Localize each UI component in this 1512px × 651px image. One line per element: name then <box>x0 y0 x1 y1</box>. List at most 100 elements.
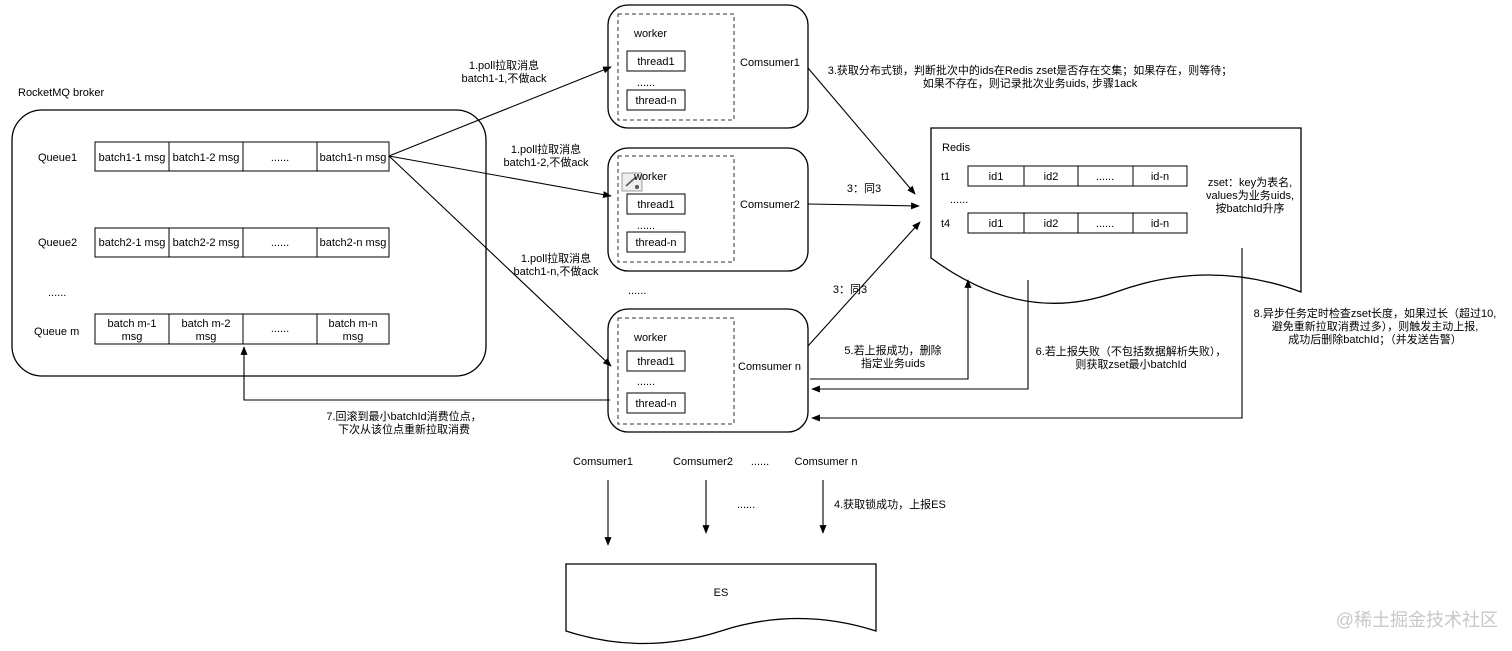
thread-box <box>626 89 686 111</box>
redis-row-label: t4 <box>941 218 950 230</box>
consumers-ellipsis: ...... <box>628 285 646 297</box>
redis-cell <box>1132 165 1188 187</box>
queue-cell <box>316 227 390 258</box>
redis-row-ellipsis: ...... <box>950 194 968 206</box>
queue-label: Queue1 <box>38 152 77 164</box>
redis-cell-label: ...... <box>1096 218 1114 230</box>
thread-box <box>626 350 686 372</box>
redis-zset-note: zset：key为表名,values为业务uids,按batchId升序 <box>1206 175 1294 215</box>
thread-box <box>626 50 686 72</box>
worker-frame <box>617 13 735 121</box>
queue-cell <box>242 227 318 258</box>
redis-store: Redis t1 id1 id2 ...... id-n ...... t4 i… <box>930 127 1302 304</box>
redis-cell-label: id-n <box>1151 218 1169 230</box>
queue-cell <box>316 313 390 345</box>
queue-cell <box>94 313 170 345</box>
es-consumer-label: Comsumer2 <box>673 456 733 468</box>
consumer-name: Comsumer2 <box>740 199 800 211</box>
worker-frame <box>617 155 735 263</box>
thread-ellipsis: ...... <box>637 220 655 232</box>
thread-box <box>626 392 686 414</box>
watermark: @稀土掘金技术社区 <box>1336 610 1498 630</box>
edge-poll-n <box>388 155 612 367</box>
queue-cell-label: ...... <box>271 152 289 164</box>
label-step4: 4.获取锁成功，上报ES <box>834 497 946 511</box>
thread-label: thread1 <box>637 56 674 68</box>
thread-label: thread-n <box>636 237 677 249</box>
redis-cell-label: id2 <box>1044 171 1059 183</box>
es-store <box>565 563 877 645</box>
queue-cell <box>168 313 244 345</box>
queue-cell <box>242 141 318 172</box>
thread-label: thread-n <box>636 95 677 107</box>
redis-cell-label: id1 <box>989 171 1004 183</box>
consumer-name: Comsumer n <box>738 361 801 373</box>
es-consumer-label: Comsumer1 <box>573 456 633 468</box>
redis-row-label: t1 <box>941 171 950 183</box>
label-step7: 7.回滚到最小batchId消费位点，下次从该位点重新拉取消费 <box>326 409 481 436</box>
edge-step5 <box>810 279 972 380</box>
worker-frame <box>617 317 735 425</box>
es-middle-ellipsis: ...... <box>737 499 755 511</box>
edge-poll-2 <box>388 155 612 199</box>
edge-step7 <box>240 346 610 401</box>
worker-label: worker <box>633 28 667 40</box>
redis-cell-label: id-n <box>1151 171 1169 183</box>
label-step3-cn: 3：同3 <box>833 284 867 296</box>
es-label: ES <box>714 587 729 599</box>
queue-cell-label: batch2-2 msg <box>173 237 240 249</box>
thread-ellipsis: ...... <box>637 376 655 388</box>
thread-label: thread-n <box>636 398 677 410</box>
label-step3: 3.获取分布式锁，判断批次中的ids在Redis zset是否存在交集；如果存在… <box>828 63 1233 90</box>
queue-row-2: Queue2 batch2-1 msg batch2-2 msg ...... … <box>38 227 390 258</box>
queue-cell <box>94 227 170 258</box>
broker-title: RocketMQ broker <box>18 87 105 99</box>
edge-step8 <box>811 248 1243 422</box>
queue-cell-label: batch1-2 msg <box>173 152 240 164</box>
consumer-name: Comsumer1 <box>740 57 800 69</box>
thread-ellipsis: ...... <box>637 77 655 89</box>
queue-row-1: Queue1 batch1-1 msg batch1-2 msg ...... … <box>38 141 390 172</box>
edge-step6 <box>811 280 1029 393</box>
queue-cell-label: ...... <box>271 237 289 249</box>
consumer-n: worker thread1 ...... thread-n Comsumer … <box>607 308 809 433</box>
worker-label: worker <box>633 332 667 344</box>
queue-cell-label: batch2-1 msg <box>99 237 166 249</box>
queue-label: Queue2 <box>38 237 77 249</box>
queue-label: Queue m <box>34 326 79 338</box>
thread-box <box>626 231 686 253</box>
queue-ellipsis: ...... <box>48 287 66 299</box>
es-consumer-ellipsis: ...... <box>751 456 769 468</box>
queue-cell <box>316 141 390 172</box>
redis-cell-label: id2 <box>1044 218 1059 230</box>
thread-label: thread1 <box>637 199 674 211</box>
consumer-1: worker thread1 ...... thread-n Comsumer1 <box>607 4 809 129</box>
thread-box <box>626 193 686 215</box>
queue-cell <box>168 227 244 258</box>
queue-cell-label: batch2-n msg <box>320 237 387 249</box>
queue-cell <box>94 141 170 172</box>
queue-cell-label: ...... <box>271 323 289 335</box>
worker-label: worker <box>633 171 667 183</box>
label-step6: 6.若上报失败（不包括数据解析失败），则获取zset最小batchId <box>1036 344 1227 371</box>
redis-cell-label: id1 <box>989 218 1004 230</box>
label-step5: 5.若上报成功，删除指定业务uids <box>844 343 941 370</box>
label-step8: 8.异步任务定时检查zset长度，如果过长（超过10,避免重新拉取消费过多），则… <box>1254 306 1497 346</box>
plugin-icon <box>621 172 643 192</box>
edge-step3-c2 <box>807 202 920 210</box>
redis-cell-label: ...... <box>1096 171 1114 183</box>
label-step3-c2: 3：同3 <box>847 183 881 195</box>
redis-cell <box>1132 212 1188 234</box>
queue-cell-label: batch1-n msg <box>320 152 387 164</box>
thread-label: thread1 <box>637 356 674 368</box>
redis-title: Redis <box>942 142 971 154</box>
edge-step3-cn <box>807 221 921 347</box>
